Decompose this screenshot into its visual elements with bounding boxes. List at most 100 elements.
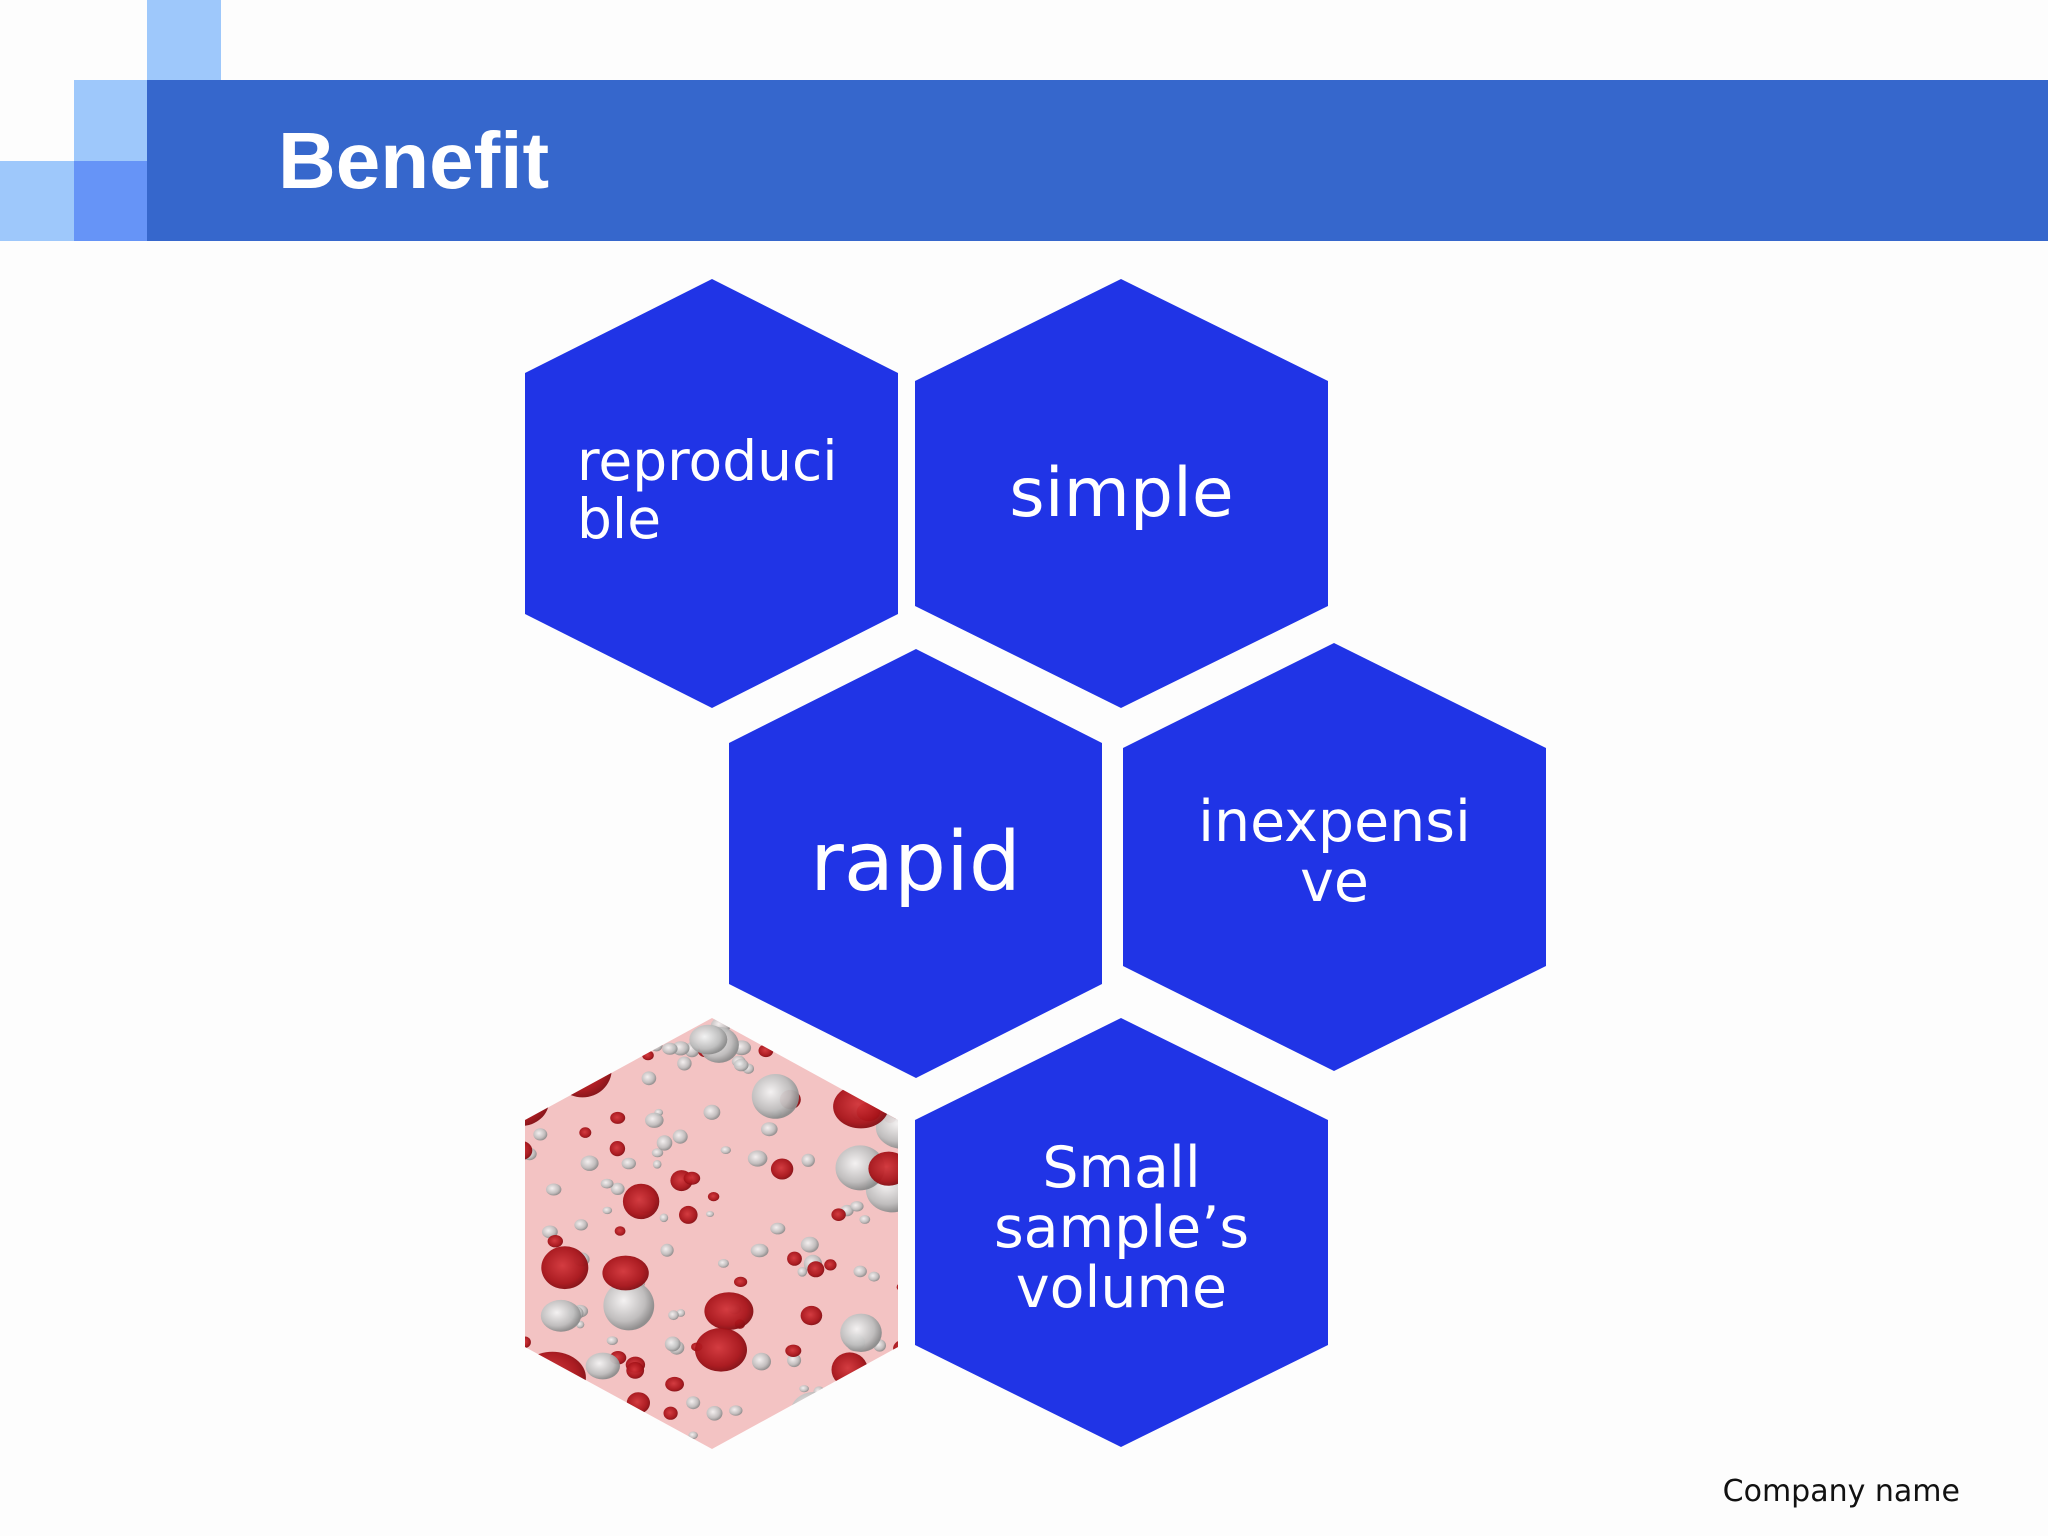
red-cell-large: [546, 1045, 590, 1080]
white-cell-small: [542, 1437, 557, 1449]
red-cell-small: [734, 1276, 748, 1287]
white-cell-small: [621, 1157, 636, 1170]
white-cell-small: [747, 1150, 768, 1167]
white-cell-small: [688, 1431, 698, 1440]
red-cell-small: [707, 1192, 720, 1202]
red-cell-small: [547, 1235, 563, 1248]
white-cell-small: [770, 1222, 786, 1235]
red-cell-large: [602, 1255, 649, 1291]
red-cell-small: [634, 1018, 655, 1032]
white-cell-small: [868, 1271, 880, 1282]
white-cell-small: [801, 1153, 815, 1167]
red-cell-large: [833, 1084, 889, 1129]
hexagon-label-rapid: rapid: [810, 815, 1021, 910]
red-cell-small: [614, 1226, 626, 1236]
white-cell-small: [546, 1183, 562, 1196]
white-cell-small: [774, 1431, 789, 1444]
white-cell-small: [650, 1039, 663, 1052]
red-cell-small: [665, 1376, 684, 1392]
blood-cells-image: [525, 1003, 914, 1449]
white-cell-small: [899, 1204, 909, 1212]
white-cell-small: [890, 1398, 898, 1410]
white-cell-small: [659, 1213, 669, 1223]
white-cell-small: [797, 1267, 808, 1277]
white-cell-large: [553, 1394, 601, 1436]
red-cell-small: [609, 1141, 626, 1157]
white-cell-small: [800, 1236, 819, 1253]
red-cell-small: [800, 1305, 823, 1326]
white-cell-large: [689, 1024, 728, 1055]
white-cell-small: [686, 1396, 701, 1410]
white-cell-small: [525, 1379, 527, 1390]
red-cell-large: [695, 1328, 747, 1372]
white-cell-small: [799, 1385, 809, 1393]
white-cell-small: [703, 1104, 721, 1120]
white-cell-small: [718, 1259, 729, 1268]
white-cell-small: [660, 1243, 674, 1257]
white-cell-small: [564, 1076, 582, 1090]
white-cell-small: [850, 1201, 864, 1212]
white-cell-small: [859, 1215, 871, 1224]
white-cell-small: [645, 1112, 664, 1128]
white-cell-large: [603, 1280, 655, 1331]
white-cell-small: [706, 1211, 714, 1217]
white-cell-large: [585, 1352, 620, 1380]
hexagon-label-simple: simple: [1009, 454, 1234, 533]
white-cell-small: [602, 1206, 613, 1215]
red-cell-small: [831, 1208, 846, 1221]
white-cell-small: [534, 1422, 545, 1433]
white-cell-small: [836, 1379, 852, 1391]
red-cell-large: [704, 1292, 754, 1330]
white-cell-small: [761, 1122, 778, 1137]
white-cell-small: [542, 1225, 558, 1239]
red-cell-large: [525, 1075, 550, 1126]
red-cell-large: [525, 1351, 586, 1404]
red-cell-small: [785, 1344, 802, 1358]
white-cell-small: [633, 1018, 644, 1028]
white-cell-large: [751, 1074, 800, 1119]
white-cell-small: [672, 1129, 688, 1144]
red-cell-small: [893, 1339, 898, 1358]
white-cell-small: [677, 1056, 692, 1071]
deco-square: [147, 0, 221, 80]
white-cell-small: [529, 1042, 540, 1051]
white-cell-small: [720, 1146, 731, 1154]
white-cell-small: [674, 1018, 689, 1021]
white-cell-small: [600, 1178, 614, 1189]
red-cell-small: [679, 1205, 698, 1224]
red-cell-small: [642, 1050, 654, 1061]
white-cell-small: [668, 1310, 679, 1321]
white-cell-small: [652, 1160, 662, 1169]
red-cell-small: [824, 1259, 837, 1271]
white-cell-large: [790, 1392, 837, 1435]
white-cell-small: [551, 1042, 567, 1056]
red-cell-large: [553, 1041, 612, 1098]
white-cell-small: [729, 1405, 743, 1416]
white-cell-small: [899, 1286, 914, 1300]
red-cell-small: [663, 1406, 678, 1420]
hexagon-reproducible: [525, 279, 898, 708]
white-cell-small: [662, 1042, 678, 1055]
red-cell-small: [626, 1362, 645, 1379]
red-cell-small: [623, 1003, 639, 1016]
slide-title: Benefit: [278, 116, 550, 205]
white-cell-large: [566, 1037, 600, 1068]
red-cell-small: [807, 1261, 825, 1278]
red-cell-small: [610, 1111, 626, 1124]
deco-square: [0, 161, 74, 241]
red-cell-small: [726, 1018, 743, 1026]
white-cell-small: [656, 1135, 673, 1151]
hexagon-small-sample-volume: [915, 1018, 1328, 1447]
red-cell-small: [787, 1251, 802, 1266]
white-cell-small: [813, 1386, 825, 1398]
red-cell-small: [525, 1336, 531, 1348]
white-cell-small: [574, 1219, 588, 1231]
red-cell-small: [525, 1140, 533, 1161]
white-cell-small: [664, 1336, 681, 1352]
red-cell-small: [525, 1059, 536, 1077]
hexagon-inexpensive: [1123, 643, 1546, 1071]
hexagon-label-inexpensive: inexpensi ve: [1198, 789, 1471, 915]
red-cell-small: [579, 1127, 592, 1138]
red-cell-small: [758, 1044, 774, 1058]
